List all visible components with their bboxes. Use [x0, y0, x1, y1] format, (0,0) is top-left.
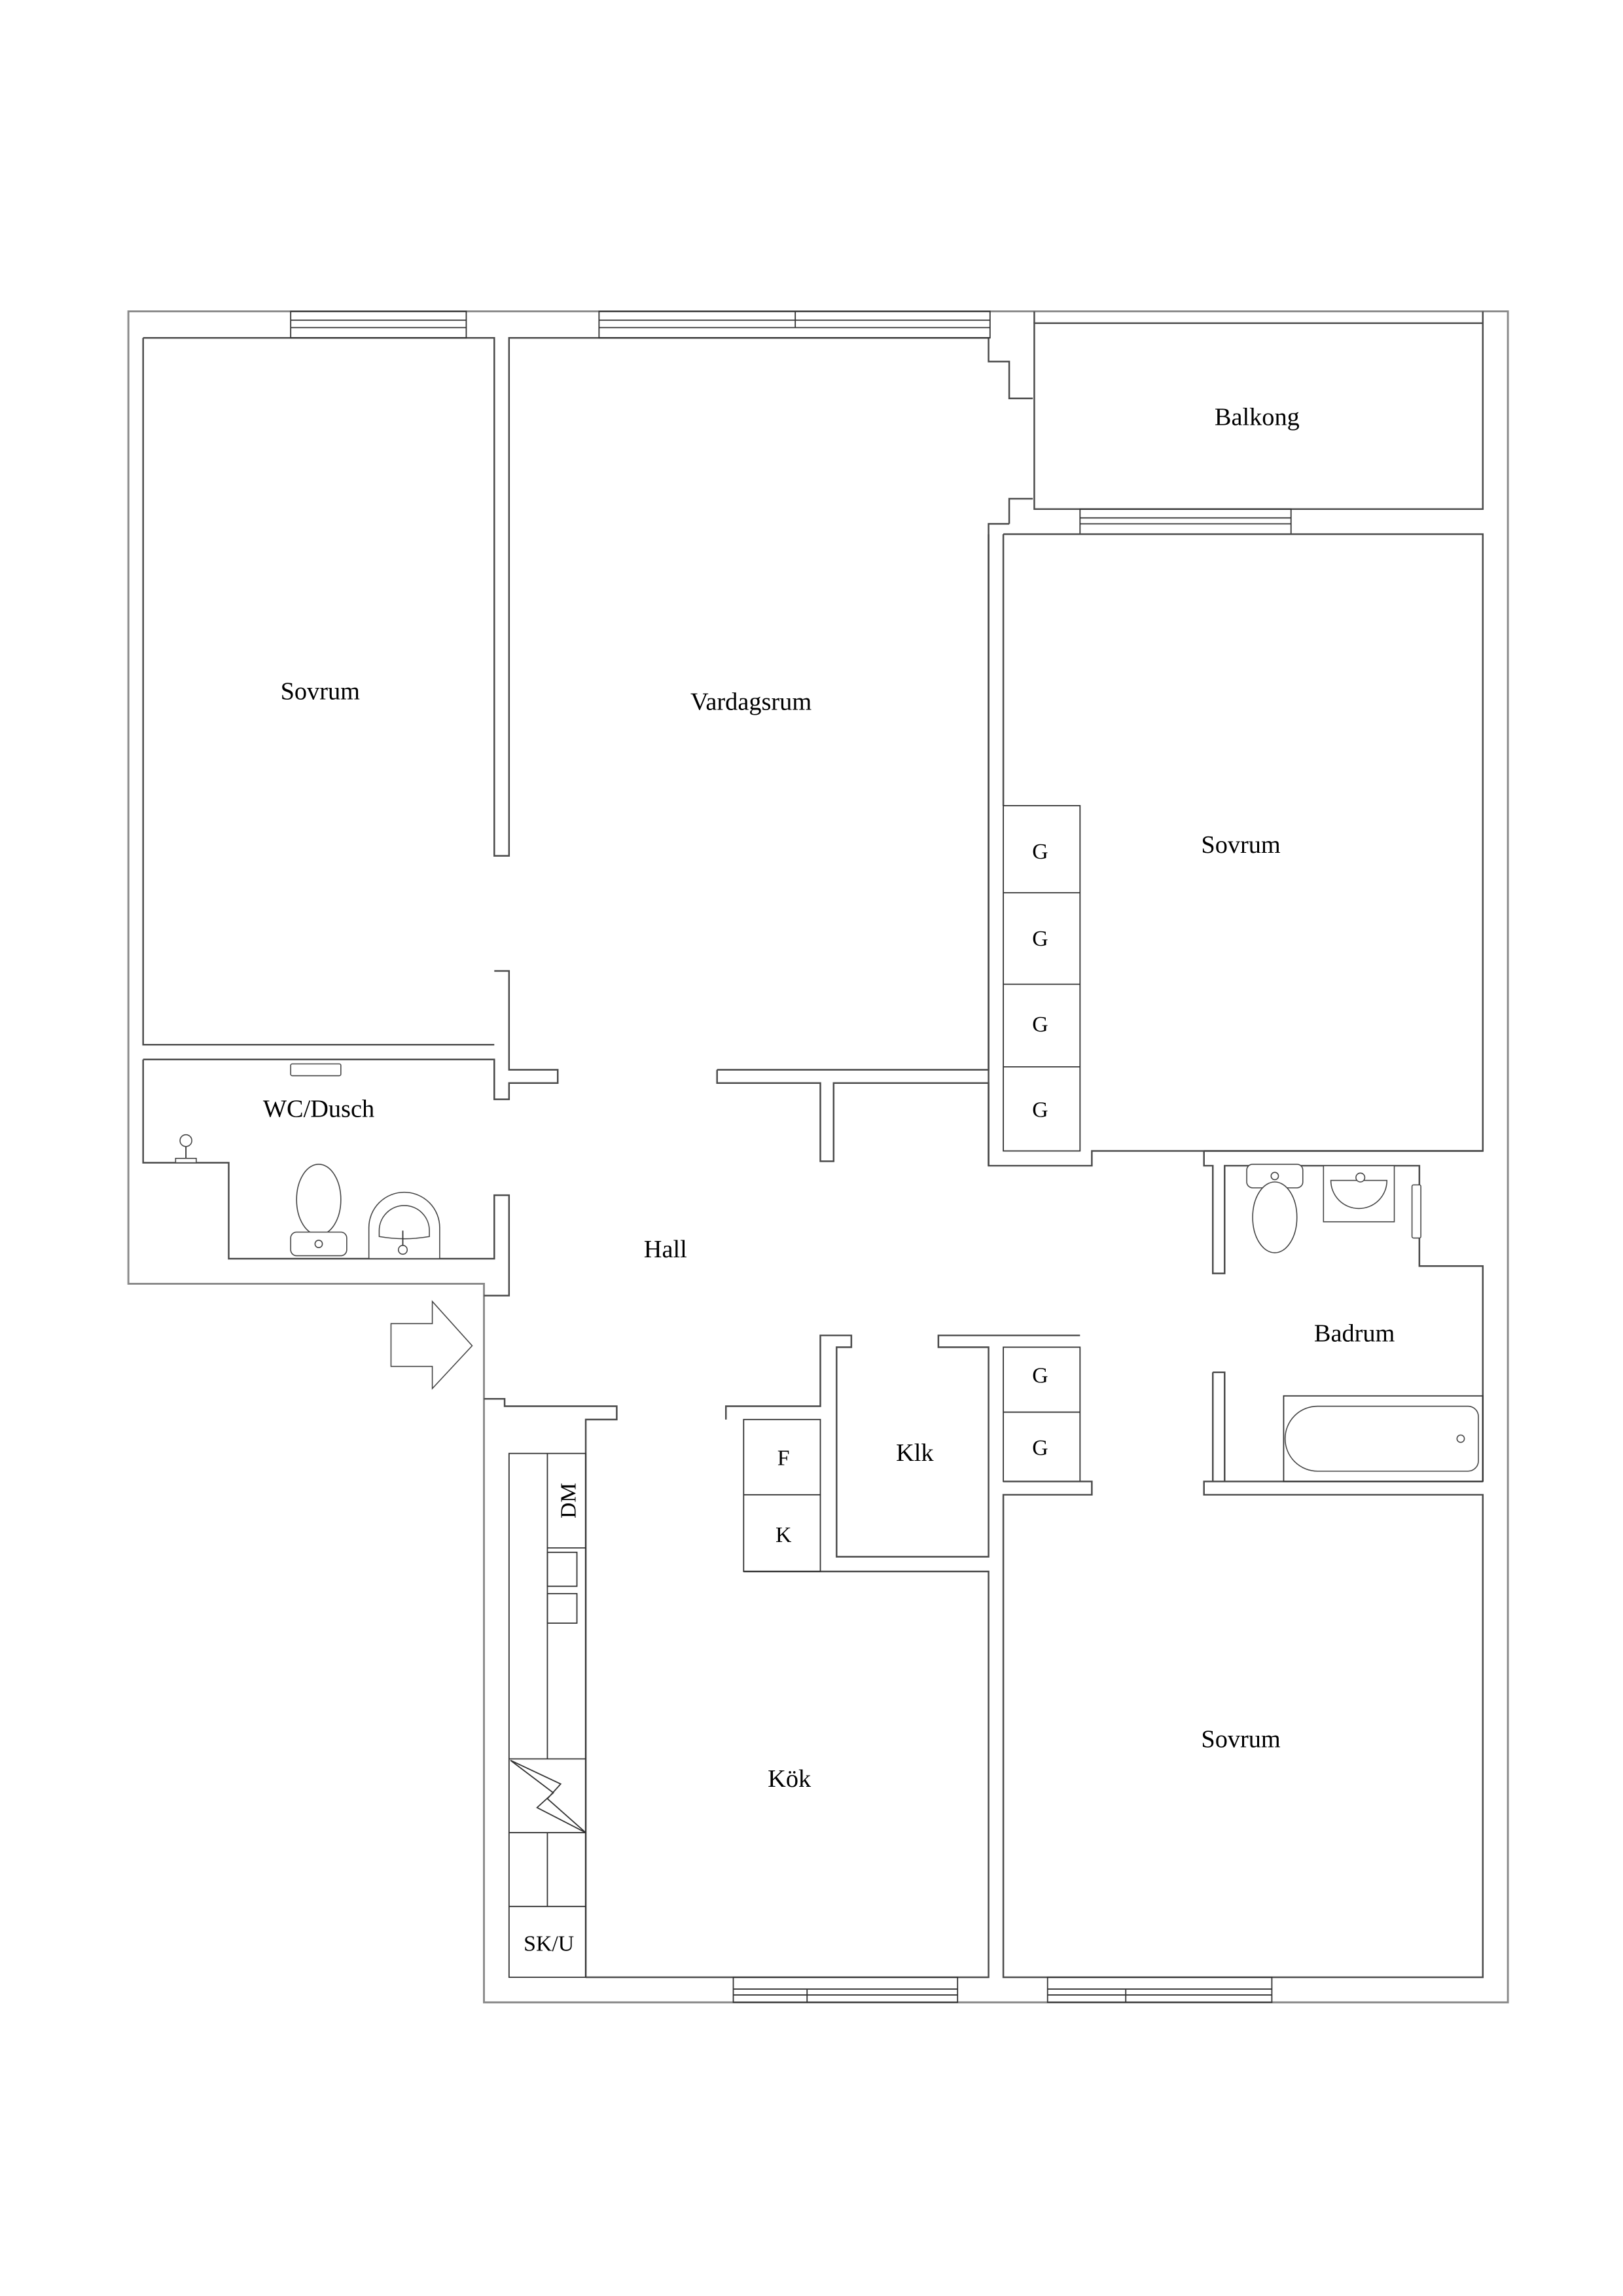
- label-vardagsrum: Vardagsrum: [690, 688, 812, 715]
- label-g-5: G: [1032, 1363, 1048, 1388]
- label-balkong: Balkong: [1215, 403, 1300, 431]
- living-room-walls: [493, 534, 990, 1166]
- wc-shower-room: [142, 1058, 510, 1297]
- label-g-4: G: [1032, 1098, 1048, 1122]
- label-sku: SK/U: [524, 1931, 574, 1956]
- windows-top: [290, 310, 991, 339]
- room-labels: Sovrum Vardagsrum Balkong Sovrum WC/Dusc…: [263, 403, 1395, 1956]
- label-k: K: [776, 1523, 792, 1547]
- entrance-arrow-icon: [390, 1300, 618, 1978]
- label-badrum: Badrum: [1314, 1319, 1395, 1347]
- label-sovrum-se: Sovrum: [1201, 1725, 1281, 1753]
- windows-bottom: [732, 1977, 1273, 2003]
- label-g-6: G: [1032, 1436, 1048, 1460]
- label-kok: Kök: [768, 1765, 812, 1793]
- label-g-1: G: [1032, 840, 1048, 864]
- label-sovrum-nw: Sovrum: [281, 678, 361, 706]
- label-hall: Hall: [644, 1236, 687, 1263]
- label-klk: Klk: [896, 1439, 934, 1467]
- label-g-2: G: [1032, 927, 1048, 951]
- label-sovrum-e: Sovrum: [1201, 831, 1281, 859]
- label-f: F: [777, 1446, 790, 1471]
- balcony: [988, 311, 1484, 535]
- label-g-3: G: [1032, 1013, 1048, 1037]
- label-dm: DM: [556, 1483, 580, 1518]
- outer-walls: [127, 310, 1509, 2003]
- kitchen: [508, 1335, 1080, 1979]
- label-wc-dusch: WC/Dusch: [263, 1096, 374, 1123]
- bathroom: [1203, 1150, 1484, 1482]
